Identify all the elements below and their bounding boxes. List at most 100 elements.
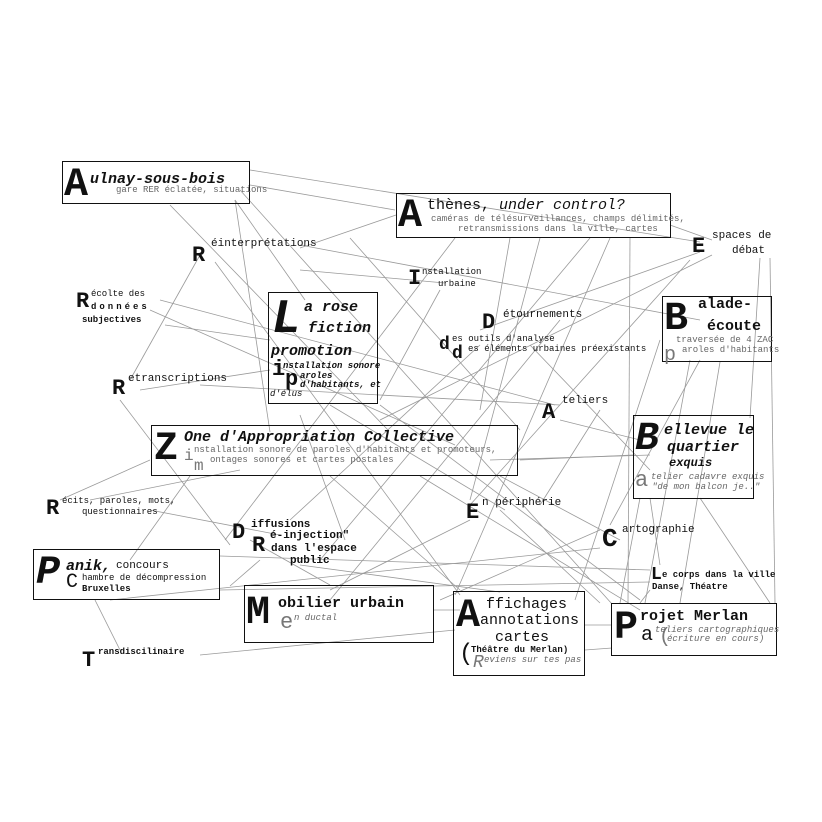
panik-title-rest: concours [116, 560, 169, 572]
connection-line [499, 475, 621, 541]
connection-line [559, 419, 641, 441]
panik-sub2: Bruxelles [82, 584, 131, 594]
balade-sub1: traversée de 4 ZAC [676, 335, 774, 345]
carto-initial: C [602, 524, 618, 554]
affichages-initial: A [456, 594, 481, 639]
mobilier-sub: n ductal [294, 613, 338, 623]
larose-line3: promotion [271, 343, 353, 360]
connection-line [574, 339, 661, 601]
connection-line [329, 319, 561, 601]
connection-line [299, 214, 397, 249]
connection-line [299, 269, 446, 284]
larose-sub2: aroles [300, 371, 333, 381]
connection-line [219, 555, 651, 571]
connection-line [349, 237, 521, 431]
larose-sub-initial-i: i [272, 357, 286, 382]
connection-line [469, 237, 541, 501]
zone-sub2: ontages sonores et cartes postales [210, 455, 394, 465]
connection-line [149, 309, 456, 446]
zone-initial: Z [154, 427, 179, 472]
connection-line [299, 414, 346, 541]
retrans-initial: R [112, 376, 126, 401]
connection-line [519, 454, 634, 461]
connection-line [329, 519, 471, 591]
panik-sub1: hambre de décompression [82, 573, 207, 583]
node-bellevue-box [633, 415, 754, 499]
merlan-initial: P [614, 606, 639, 651]
node-mobilier-box [244, 585, 434, 643]
recits-line2: questionnaires [82, 507, 158, 517]
connection-line [234, 199, 271, 433]
recolte-line3: subjectives [82, 315, 142, 325]
athenes-title-italic: under control? [499, 197, 626, 214]
reinterp-label: éinterprétations [211, 238, 317, 250]
connection-line [129, 254, 201, 381]
merlan-sub1: teliers cartographiques [655, 625, 780, 635]
node-larose-box [268, 292, 378, 404]
athenes-title: thènes, under control? [427, 198, 625, 213]
installation-line2: urbaine [438, 279, 476, 289]
bellevue-line1: ellevue le [664, 422, 755, 439]
zone-sub1: nstallation sonore de paroles d'habitant… [194, 445, 497, 455]
athenes-sub1: caméras de télésurveillances, champs dél… [431, 214, 685, 224]
connection-line [229, 559, 261, 587]
connection-line [769, 257, 776, 604]
connection-line [199, 384, 561, 406]
larose-initial: L [272, 293, 301, 347]
aulnay-initial: A [64, 163, 89, 208]
connection-line [584, 647, 613, 651]
panik-initial: P [36, 551, 61, 596]
connection-line [669, 224, 713, 241]
bellevue-sub-initial: a [635, 468, 649, 493]
diffusions-line3: dans l'espace [271, 543, 357, 555]
mobilier-title: obilier urbain [278, 595, 405, 612]
installation-initial: I [408, 266, 422, 291]
panik-sub-initial: C [66, 571, 79, 594]
balade-line2: écoute [707, 318, 762, 335]
connection-line [329, 475, 461, 591]
merlan-sub-initial: a [641, 624, 654, 647]
zone-sub-initial-m: m [194, 457, 204, 475]
installation-line1: nstallation [422, 267, 482, 277]
connection-line [479, 251, 701, 331]
corps-line2: Danse, Théatre [652, 582, 728, 592]
diffusions-initial: D [232, 520, 246, 545]
athenes-title-plain: thènes, [427, 197, 500, 214]
detour-initial: D [482, 310, 496, 335]
periph-initial: E [466, 500, 480, 525]
bellevue-line3: exquis [669, 456, 713, 470]
connection-line [119, 399, 231, 546]
larose-line1: a rose [304, 299, 359, 316]
recolte-initial: R [76, 289, 90, 314]
carto-label: artographie [622, 524, 695, 536]
zone-sub-initial-i: i [184, 447, 194, 465]
larose-sub4: d'élus [270, 389, 303, 399]
connection-line [249, 184, 396, 211]
detour-sub2: es éléments urbaines préexistants [468, 344, 647, 354]
connection-line [749, 257, 761, 419]
connection-line [379, 404, 641, 601]
affichages-sub2: eviens sur tes pas [484, 655, 582, 665]
node-aulnay-box [62, 161, 250, 204]
connection-line [249, 539, 331, 586]
recolte-line1: écolte des [91, 289, 146, 299]
connection-line [139, 369, 271, 391]
diffusions-line1: iffusions [251, 519, 311, 531]
connection-line [164, 324, 271, 341]
connection-line [499, 509, 601, 604]
recolte-line2: données [91, 302, 150, 312]
connection-line [679, 361, 721, 604]
panik-title: anik, [66, 558, 112, 575]
ateliers-initial: A [542, 400, 556, 425]
connection-line [234, 199, 306, 301]
diffusions-line2: é-injection" [270, 530, 350, 542]
transdis-label: ransdiscilinaire [98, 647, 185, 657]
connection-line [419, 475, 641, 611]
corps-line1: e corps dans la ville [662, 570, 776, 580]
node-zone-box [151, 425, 518, 476]
connection-line [627, 237, 631, 604]
connection-line [224, 237, 456, 541]
larose-sub3: d'habitants, et [300, 380, 382, 390]
